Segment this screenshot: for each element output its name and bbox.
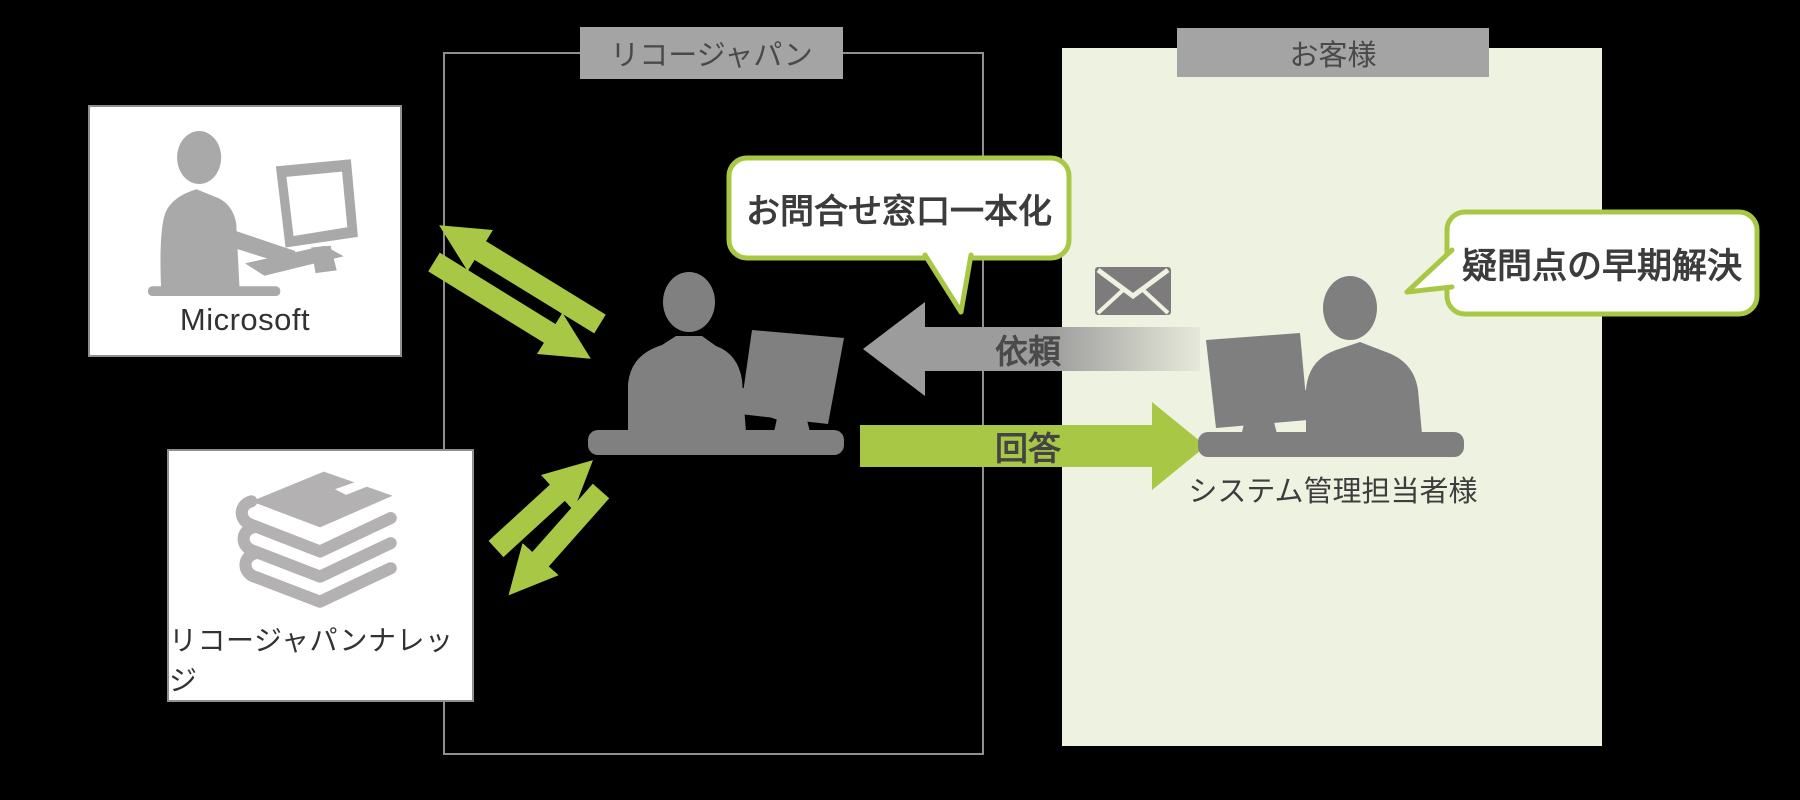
ricoh-japan-zone-label: リコージャパン (580, 27, 843, 79)
knowledge-node-label: リコージャパンナレッジ (169, 624, 454, 696)
person-at-computer-icon (147, 131, 358, 296)
microsoft-node: Microsoft (88, 105, 402, 357)
admin-person-silhouette (1198, 276, 1464, 457)
request-arrow (863, 302, 1200, 396)
knowledge-exchange-arrows (488, 460, 610, 596)
knowledge-node: リコージャパンナレッジ (167, 449, 474, 702)
envelope-icon (1095, 267, 1171, 315)
answer-arrow-label: 回答 (995, 430, 1061, 467)
books-icon (235, 471, 397, 608)
microsoft-node-label: Microsoft (179, 302, 311, 337)
answer-arrow (860, 402, 1206, 490)
support-person-silhouette (588, 272, 844, 455)
customer-zone-label: お客様 (1177, 28, 1489, 77)
resolution-bubble-shape (1404, 209, 1760, 317)
resolution-bubble-text: 疑問点の早期解決 (1461, 246, 1742, 286)
admin-person-label: システム管理担当者様 (1188, 476, 1478, 508)
consolidation-bubble-text: お問合せ窓口一本化 (746, 192, 1052, 231)
microsoft-exchange-arrows (428, 225, 606, 359)
request-arrow-label: 依頼 (995, 333, 1061, 370)
consolidation-bubble-shape (726, 155, 1072, 315)
